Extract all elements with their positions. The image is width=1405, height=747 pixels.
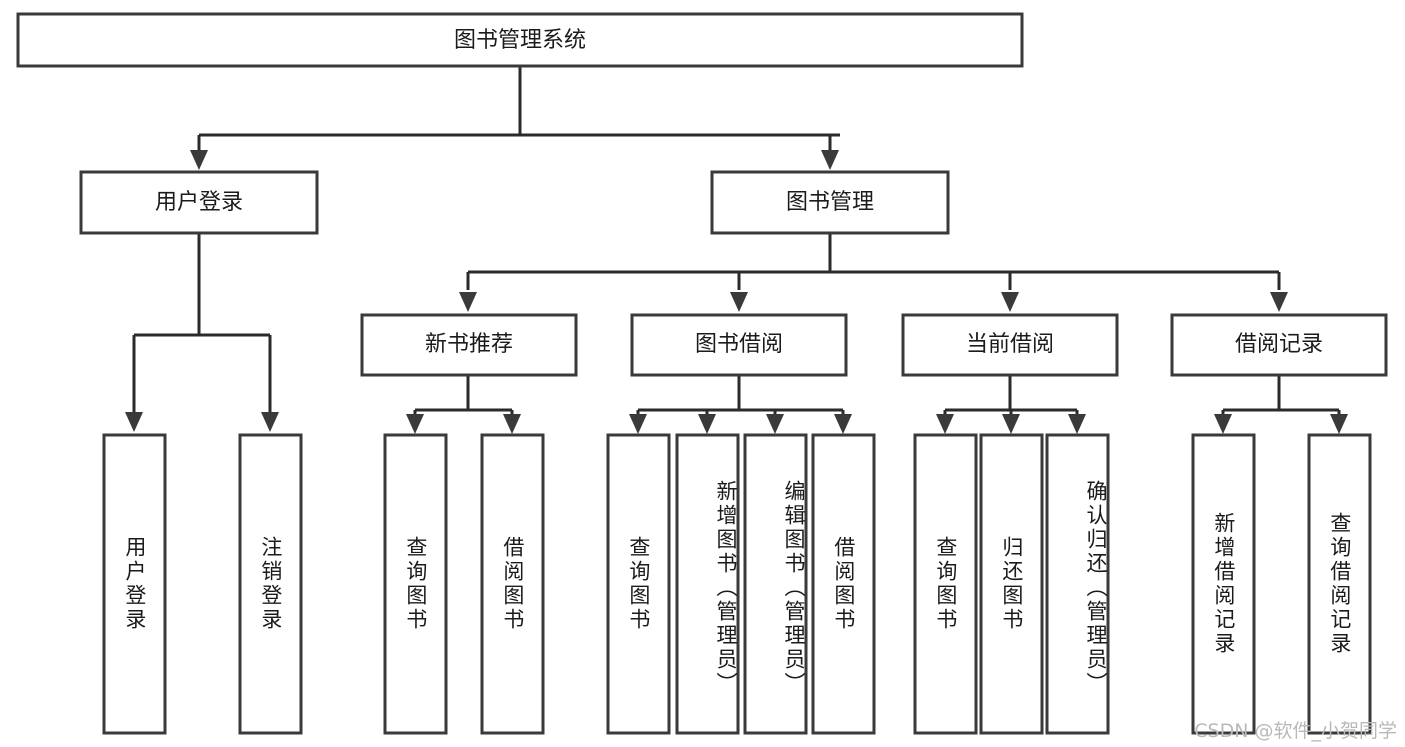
arrowhead-user-login	[190, 150, 208, 170]
node-leaf-logout-login[interactable]	[238, 433, 303, 735]
arrowhead-leaf-confirm-return	[1068, 414, 1086, 434]
arrowhead-new-book-recommend	[459, 292, 477, 312]
node-book-borrow-label: 图书借阅	[695, 332, 783, 357]
arrowhead-leaf-query-book-1	[406, 414, 424, 434]
node-layer: 图书管理系统 用户登录 图书管理 新书推荐 图书借阅 当前	[16, 12, 1388, 735]
arrowhead-leaf-user-login	[125, 412, 143, 432]
node-current-borrow[interactable]: 当前借阅	[901, 313, 1119, 377]
arrowhead-leaf-query-book-2	[629, 414, 647, 434]
node-leaf-borrow-book-1[interactable]	[480, 433, 545, 735]
node-book-borrow[interactable]: 图书借阅	[630, 313, 848, 377]
node-user-login-label: 用户登录	[155, 190, 243, 215]
arrowhead-leaf-return-book	[1002, 414, 1020, 434]
node-new-book-recommend-label: 新书推荐	[425, 332, 513, 357]
node-user-login[interactable]: 用户登录	[79, 170, 319, 235]
node-leaf-confirm-return[interactable]	[1045, 433, 1110, 735]
node-book-management-label: 图书管理	[786, 190, 874, 215]
node-root-label: 图书管理系统	[454, 28, 586, 53]
arrowhead-leaf-query-book-3	[936, 414, 954, 434]
node-leaf-query-record[interactable]	[1307, 433, 1372, 735]
arrowhead-leaf-edit-book	[766, 414, 784, 434]
arrowhead-borrow-record	[1270, 292, 1288, 312]
arrowhead-leaf-add-book	[698, 414, 716, 434]
arrowhead-leaf-query-record	[1330, 414, 1348, 434]
node-leaf-edit-book[interactable]	[743, 433, 808, 735]
node-root[interactable]: 图书管理系统	[16, 12, 1024, 68]
node-leaf-add-record[interactable]	[1191, 433, 1256, 735]
node-borrow-record-label: 借阅记录	[1235, 332, 1323, 357]
watermark: CSDN @软件_小贺同学	[1194, 720, 1397, 742]
node-leaf-add-book[interactable]	[675, 433, 740, 735]
node-leaf-query-book-3[interactable]	[913, 433, 978, 735]
arrowhead-leaf-borrow-book-2	[834, 414, 852, 434]
node-book-management[interactable]: 图书管理	[710, 170, 950, 235]
node-current-borrow-label: 当前借阅	[966, 332, 1054, 357]
node-new-book-recommend[interactable]: 新书推荐	[360, 313, 578, 377]
arrowhead-leaf-logout-login	[261, 412, 279, 432]
node-leaf-query-book-2[interactable]	[606, 433, 671, 735]
node-leaf-query-book-1[interactable]	[383, 433, 448, 735]
edge-layer	[125, 66, 1348, 434]
node-leaf-borrow-book-2[interactable]	[811, 433, 876, 735]
arrowhead-current-borrow	[1001, 292, 1019, 312]
node-leaf-user-login[interactable]	[102, 433, 167, 735]
arrowhead-book-borrow	[730, 292, 748, 312]
node-borrow-record[interactable]: 借阅记录	[1170, 313, 1388, 377]
arrowhead-book-management	[821, 150, 839, 170]
node-leaf-return-book[interactable]	[979, 433, 1044, 735]
arrowhead-leaf-add-record	[1214, 414, 1232, 434]
arrowhead-leaf-borrow-book-1	[503, 414, 521, 434]
